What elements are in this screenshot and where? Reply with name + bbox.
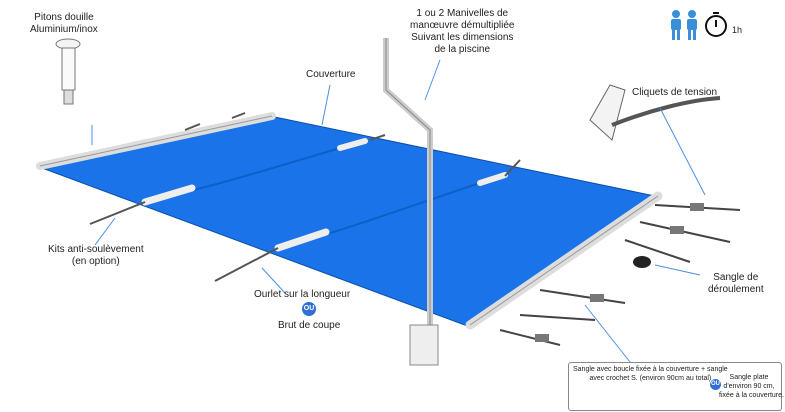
label-line: Pitons douille — [34, 12, 94, 23]
label-line: avec crochet S. (environ 90cm au total) — [589, 375, 712, 382]
hem-tube — [141, 184, 196, 206]
ou-badge: OU — [302, 302, 316, 316]
label-manivelles: 1 ou 2 Manivelles de manœuvre démultipli… — [410, 8, 515, 56]
label-line: fixée à la couverture. — [719, 392, 784, 399]
person-icon — [671, 10, 681, 40]
label-cliquets: Cliquets de tension — [632, 87, 718, 98]
roller-tube — [469, 195, 659, 326]
label-brut: Brut de coupe — [278, 320, 341, 331]
label-line: déroulement — [708, 284, 764, 295]
strap-options-box: Sangle avec boucle fixée à la couverture… — [568, 362, 784, 411]
ratchet-icon — [589, 84, 626, 141]
label-couverture: Couverture — [306, 69, 356, 80]
label-line: d'environ 90 cm, — [723, 383, 775, 390]
hem-tube — [274, 228, 330, 252]
label-line: Sangle de — [713, 272, 759, 283]
label-pitons: Pitons douille Aluminium/inox — [30, 12, 98, 36]
crank-gearbox — [409, 324, 439, 366]
piton-socket-icon — [61, 47, 76, 91]
hem-tube — [337, 138, 368, 151]
roller-tube — [39, 115, 273, 167]
strap-roll — [633, 256, 651, 268]
label-kits: Kits anti-soulèvement (en option) — [48, 244, 144, 268]
duration-label: 1h — [732, 25, 743, 35]
label-ourlet: Ourlet sur la longueur — [254, 289, 351, 300]
hem-tube — [477, 172, 508, 186]
label-sangle-deroulement: Sangle de déroulement — [708, 272, 764, 296]
leader-lines — [91, 59, 706, 363]
ou-badge: OU — [710, 379, 721, 390]
stopwatch-icon — [705, 12, 727, 37]
label-line: Suivant les dimensions — [411, 32, 514, 43]
label-line: manœuvre démultipliée — [410, 20, 515, 31]
strap-option-a: Sangle avec boucle fixée à la couverture… — [573, 365, 728, 383]
person-icon — [687, 10, 697, 40]
label-line: Sangle plate — [729, 374, 769, 381]
label-line: Sangle avec boucle fixée à la couverture… — [573, 366, 728, 373]
label-line: (en option) — [71, 256, 120, 267]
label-line: Kits anti-soulèvement — [48, 244, 144, 255]
ratchet-buckles — [535, 203, 704, 342]
label-line: Aluminium/inox — [30, 24, 98, 35]
label-line: de la piscine — [434, 44, 491, 55]
label-line: 1 ou 2 Manivelles de — [416, 8, 509, 19]
strap-option-b: Sangle plate d'environ 90 cm, fixée à la… — [719, 373, 784, 400]
